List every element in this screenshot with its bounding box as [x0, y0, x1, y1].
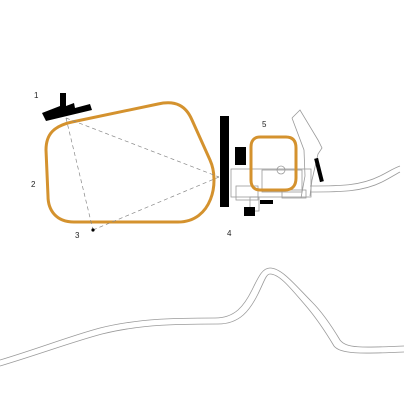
complex-solid-bar	[260, 200, 273, 204]
road-bottom-edge-1	[0, 267, 404, 361]
road-upper-right	[291, 109, 401, 199]
label-5: 5	[262, 120, 267, 129]
road-edge-2	[291, 117, 306, 199]
label-3: 3	[75, 231, 80, 240]
label-2: 2	[31, 180, 36, 189]
road-edge-1	[291, 109, 323, 197]
building-complex-outline	[230, 165, 312, 216]
complex-left-wing	[235, 185, 259, 201]
small-orange-loop	[249, 135, 298, 192]
building-1	[42, 93, 92, 121]
block-left-of-loop	[235, 147, 246, 165]
viewpoint-marker	[91, 228, 95, 232]
sight-line-b	[92, 176, 220, 231]
complex-solid-block	[244, 207, 255, 216]
sight-lines	[65, 117, 220, 231]
label-4: 4	[227, 229, 232, 238]
road-bottom-edge-2	[0, 273, 404, 367]
road-black-strip	[314, 157, 324, 183]
complex-circle	[276, 165, 286, 175]
complex-body	[230, 168, 312, 198]
road-bottom	[0, 267, 404, 367]
label-1: 1	[34, 91, 39, 100]
complex-right-room	[281, 189, 307, 199]
sight-line-c	[65, 117, 94, 231]
large-orange-loop	[44, 101, 216, 224]
road-edge-3	[309, 165, 401, 187]
wall-4	[220, 116, 229, 207]
road-edge-4	[309, 171, 401, 193]
building-1-shape	[42, 93, 92, 121]
sight-line-a	[65, 117, 220, 178]
